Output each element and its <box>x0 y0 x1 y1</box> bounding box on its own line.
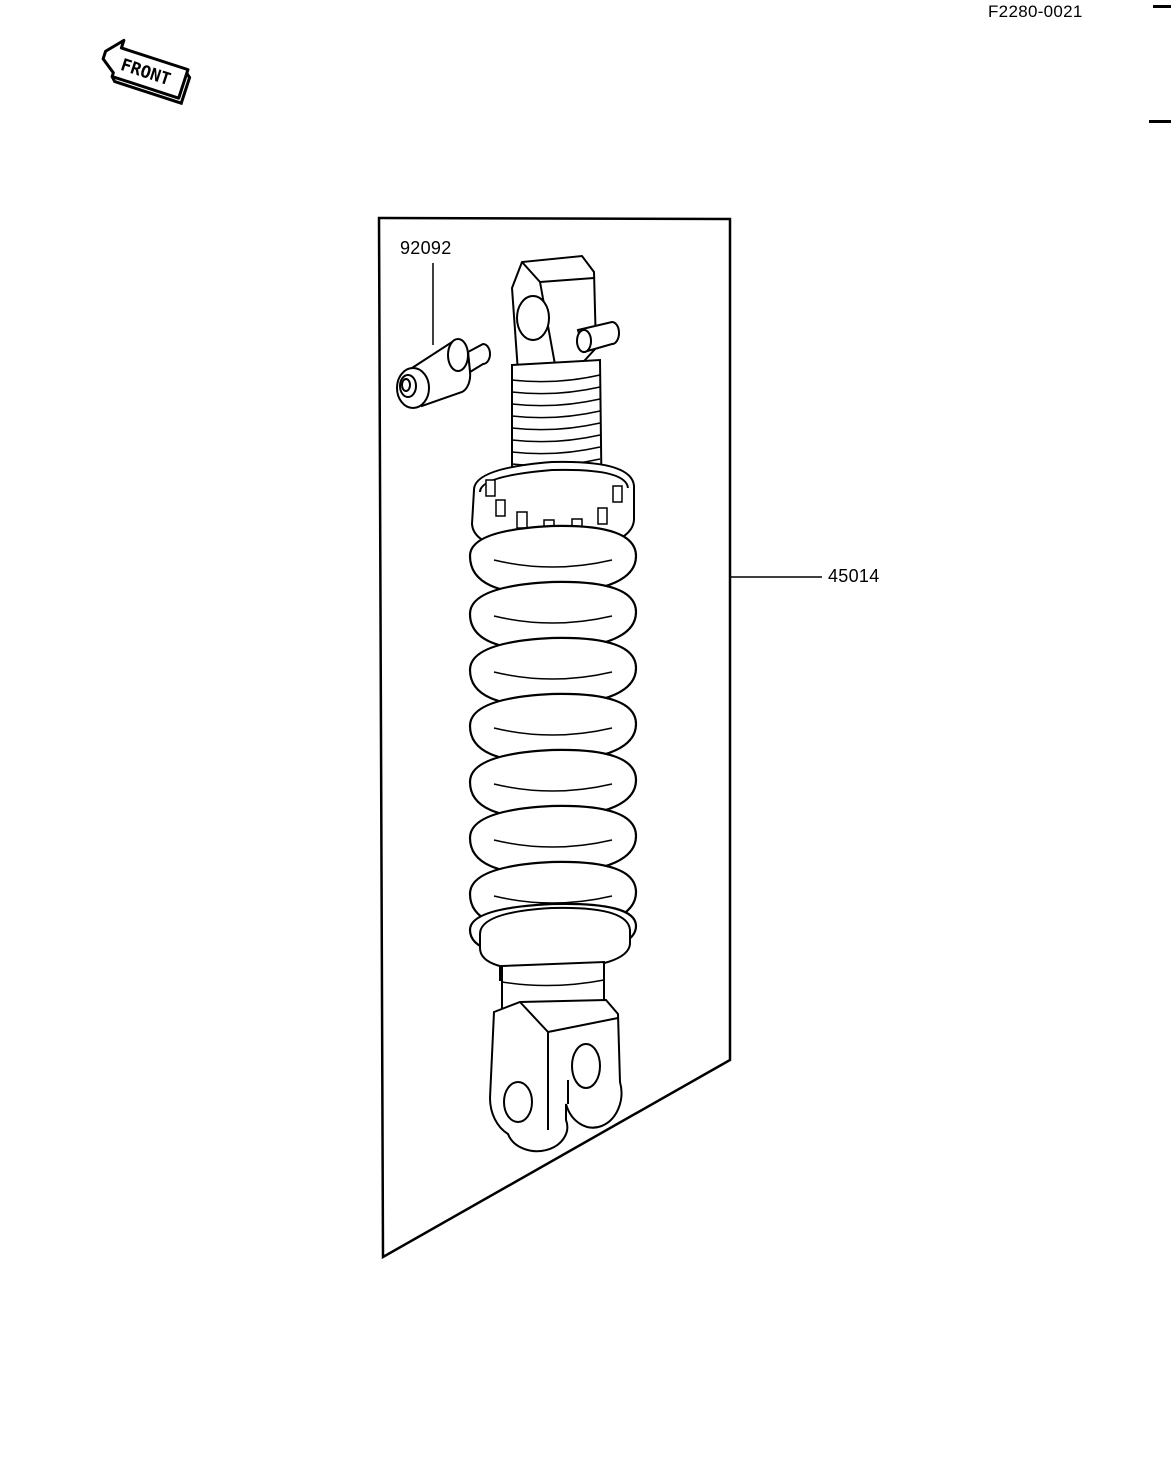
upper-mount <box>510 254 620 373</box>
part-number-92092: 92092 <box>400 238 452 258</box>
margin-tick-middle <box>1149 120 1171 123</box>
lower-spring-seat <box>479 906 631 1018</box>
part-number-45014: 45014 <box>828 566 880 586</box>
front-arrow-icon: FRONT <box>101 38 192 106</box>
margin-tick-top <box>1153 5 1171 8</box>
lower-clevis <box>488 998 623 1153</box>
coil-spring <box>468 524 638 958</box>
bushing-part <box>396 338 491 409</box>
assembly-frame <box>377 216 732 1260</box>
drawing-code: F2280-0021 <box>988 2 1083 21</box>
